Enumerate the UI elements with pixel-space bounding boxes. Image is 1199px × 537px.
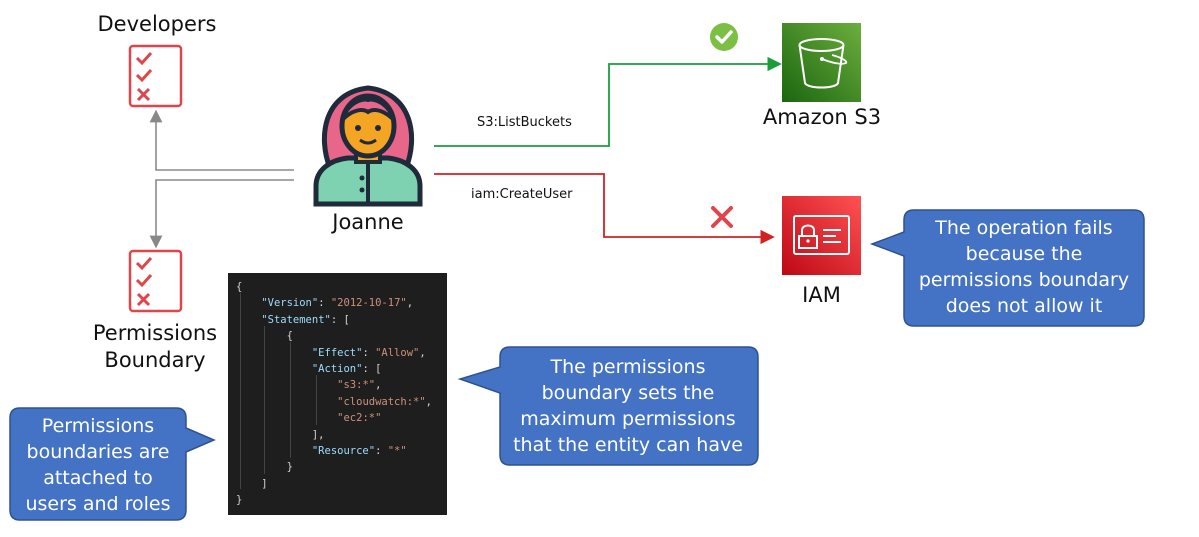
- action-denied-label: iam:CreateUser: [471, 187, 573, 202]
- callout-fails-line: because the: [965, 243, 1083, 265]
- callout-attached-line: users and roles: [25, 493, 171, 515]
- callout-fails-line: The operation fails: [935, 217, 1113, 239]
- policy-json-code: { "Version": "2012-10-17", "Statement": …: [228, 273, 447, 515]
- policy-action-item: "s3:*": [337, 379, 376, 392]
- developers-label: Developers: [97, 12, 217, 36]
- permissions-boundary-label-line2: Boundary: [104, 348, 206, 372]
- callout-attached-line: boundaries are: [26, 441, 170, 463]
- permissions-boundary-label: Permissions Boundary: [80, 320, 230, 374]
- callout-sets-max-line: that the entity can have: [513, 434, 743, 456]
- policy-statement-key: "Statement": [261, 313, 331, 326]
- indent-guide: [240, 293, 241, 489]
- callout-fails: The operation fails because the permissi…: [906, 210, 1142, 324]
- callout-sets-max-line: boundary sets the: [541, 382, 715, 404]
- callout-fails-line: does not allow it: [945, 295, 1103, 317]
- policy-effect-value: "Allow": [375, 346, 420, 359]
- s3-bucket-icon: [782, 23, 861, 102]
- policy-effect-key: "Effect": [311, 346, 363, 359]
- developers-checklist-icon: [128, 44, 183, 108]
- iam-id-card-icon: [782, 196, 861, 275]
- policy-action-key: "Action": [311, 363, 363, 376]
- indent-guide: [264, 326, 265, 474]
- joanne-label: Joanne: [332, 210, 404, 234]
- boundary-checklist-icon: [128, 249, 183, 313]
- callout-sets-max-bubble: [457, 346, 759, 466]
- policy-action-item: "ec2:*": [337, 412, 382, 425]
- check-circle-icon: [710, 23, 738, 51]
- callout-attached-line: Permissions: [41, 415, 155, 437]
- amazon-s3-label: Amazon S3: [762, 105, 882, 129]
- policy-action-item: "cloudwatch:*": [337, 395, 426, 408]
- connector-to-boundary: [149, 179, 294, 249]
- connector-to-developers: [149, 109, 294, 171]
- iam-label: IAM: [802, 283, 841, 307]
- indent-guide: [290, 342, 291, 458]
- callout-sets-max-line: The permissions: [550, 356, 706, 378]
- deny-connector: [434, 173, 775, 245]
- allow-connector: [434, 56, 782, 147]
- callout-sets-max: The permissions boundary sets the maximu…: [500, 347, 756, 465]
- x-mark-icon: [711, 206, 733, 228]
- callout-attached-bubble: [9, 407, 216, 521]
- policy-version-value: "2012-10-17": [330, 297, 407, 310]
- callout-sets-max-line: maximum permissions: [520, 408, 736, 430]
- callout-fails-line: permissions boundary: [918, 269, 1130, 291]
- callout-attached: Permissions boundaries are attached to u…: [10, 408, 186, 522]
- policy-resource-value: "*": [387, 445, 407, 458]
- callout-attached-line: attached to: [43, 467, 153, 489]
- permissions-boundary-label-line1: Permissions: [92, 321, 218, 345]
- user-avatar-icon: [313, 85, 423, 207]
- policy-resource-key: "Resource": [311, 445, 376, 458]
- policy-version-key: "Version": [261, 297, 319, 310]
- indent-guide: [316, 375, 317, 425]
- callout-fails-bubble: [869, 209, 1145, 327]
- action-allowed-label: S3:ListBuckets: [477, 115, 572, 130]
